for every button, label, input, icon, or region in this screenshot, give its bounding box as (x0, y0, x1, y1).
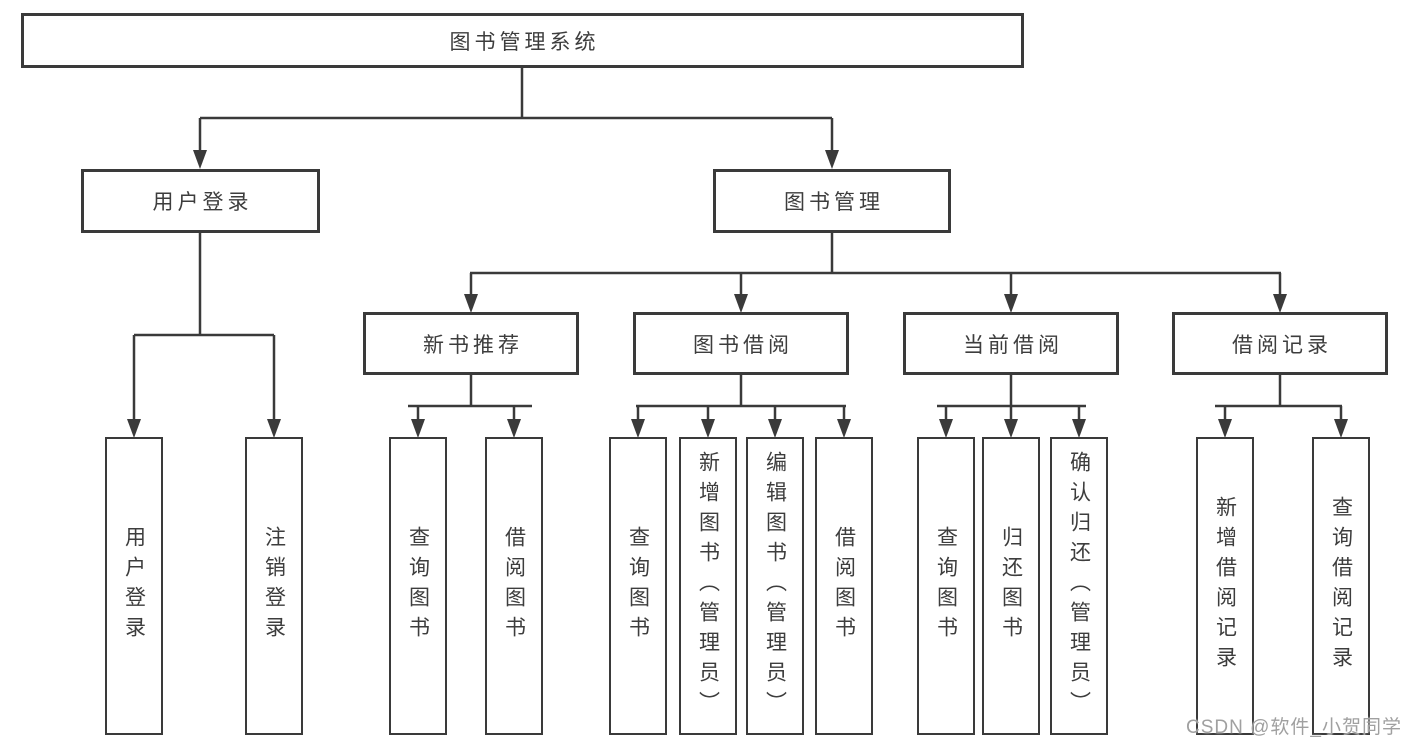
node-leaf-query-borrow-record: 查询借阅记录 (1312, 437, 1370, 735)
node-leaf-borrow-books: 借阅图书 (815, 437, 873, 735)
node-leaf-borrow-books-recommend: 借阅图书 (485, 437, 543, 735)
arrowheads (127, 150, 1348, 438)
node-leaf-logout: 注销登录 (245, 437, 303, 735)
connector-lines (132, 68, 1343, 420)
node-new-book-recommend: 新书推荐 (363, 312, 579, 375)
node-leaf-query-books-recommend: 查询图书 (389, 437, 447, 735)
node-leaf-edit-book-admin: 编辑图书（管理员） (746, 437, 804, 735)
node-leaf-query-books-borrow: 查询图书 (609, 437, 667, 735)
node-book-borrow: 图书借阅 (633, 312, 849, 375)
node-borrow-records: 借阅记录 (1172, 312, 1388, 375)
node-leaf-return-book: 归还图书 (982, 437, 1040, 735)
node-leaf-user-login: 用户登录 (105, 437, 163, 735)
node-book-management: 图书管理 (713, 169, 951, 233)
node-leaf-add-borrow-record: 新增借阅记录 (1196, 437, 1254, 735)
node-leaf-add-book-admin: 新增图书（管理员） (679, 437, 737, 735)
node-leaf-query-books-current: 查询图书 (917, 437, 975, 735)
node-root-system: 图书管理系统 (21, 13, 1024, 68)
node-user-login: 用户登录 (81, 169, 320, 233)
csdn-watermark: CSDN @软件_小贺同学 (1186, 717, 1402, 738)
node-current-borrow: 当前借阅 (903, 312, 1119, 375)
node-leaf-confirm-return-admin: 确认归还（管理员） (1050, 437, 1108, 735)
